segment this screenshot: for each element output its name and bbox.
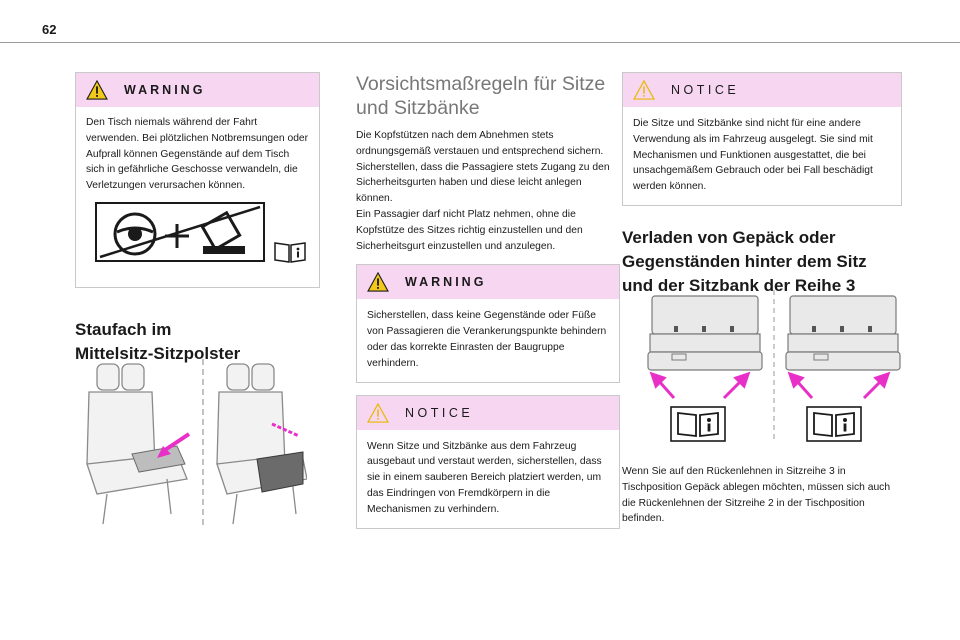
heading-line-2: Mittelsitz-Sitzpolster xyxy=(75,344,241,363)
heading-line-2: Gegenständen hinter dem Sitz xyxy=(622,251,867,271)
warning-label: WARNING xyxy=(124,83,206,97)
notice-text: Wenn Sitze und Sitzbänke aus dem Fahrzeu… xyxy=(367,440,602,515)
heading-line-1: Verladen von Gepäck oder xyxy=(622,227,836,247)
column-2: Vorsichtsmaßregeln für Sitze und Sitzbän… xyxy=(356,72,620,529)
storage-compartment-heading: Staufach im Mittelsitz-Sitzpolster xyxy=(75,318,320,366)
no-table-while-driving-illustration xyxy=(95,202,265,262)
warning-box-table: WARNING Den Tisch niemals während der Fa… xyxy=(75,72,320,288)
warning-triangle-icon xyxy=(367,272,389,293)
heading-line-1: Vorsichtsmaßregeln für Sitze xyxy=(356,73,606,95)
notice-header: NOTICE xyxy=(357,395,619,430)
row3-table-position-illustration xyxy=(647,290,901,440)
notice-text: Die Sitze und Sitzbänke sind nicht für e… xyxy=(633,118,873,193)
precautions-paragraph-1: Die Kopfstützen nach dem Abnehmen stets … xyxy=(356,130,610,205)
warning-label: WARNING xyxy=(405,275,487,290)
precautions-heading: Vorsichtsmaßregeln für Sitze und Sitzbän… xyxy=(356,72,620,120)
header-rule xyxy=(0,42,960,43)
notice-label: NOTICE xyxy=(405,405,474,420)
manual-book-icon-right xyxy=(806,406,862,442)
warning-triangle-icon xyxy=(86,80,108,100)
warning-box-anchors: WARNING Sicherstellen, dass keine Gegens… xyxy=(356,264,620,383)
warning-text: Den Tisch niemals während der Fahrt verw… xyxy=(86,117,309,192)
manual-book-icon-left xyxy=(670,406,726,442)
heading-line-1: Staufach im xyxy=(75,320,172,339)
notice-triangle-icon xyxy=(633,80,655,100)
notice-box-storage: NOTICE Wenn Sitze und Sitzbänke aus dem … xyxy=(356,394,620,529)
heading-line-3: und der Sitzbank der Reihe 3 xyxy=(622,275,856,295)
manual-book-icon xyxy=(274,242,306,263)
notice-triangle-icon xyxy=(367,402,389,423)
notice-header: NOTICE xyxy=(623,73,901,107)
seat-storage-illustration xyxy=(86,359,307,529)
column-1: WARNING Den Tisch niemals während der Fa… xyxy=(75,72,320,529)
column-3: NOTICE Die Sitze und Sitzbänke sind nich… xyxy=(622,72,902,524)
page-number: 62 xyxy=(42,22,57,37)
notice-label: NOTICE xyxy=(671,83,740,97)
warning-header: WARNING xyxy=(76,73,319,107)
loading-luggage-heading: Verladen von Gepäck oder Gegenständen hi… xyxy=(622,226,902,298)
notice-box-usage: NOTICE Die Sitze und Sitzbänke sind nich… xyxy=(622,72,902,206)
warning-header: WARNING xyxy=(357,265,619,300)
precautions-paragraph-2: Ein Passagier darf nicht Platz nehmen, o… xyxy=(356,208,583,252)
loading-luggage-paragraph: Wenn Sie auf den Rückenlehnen in Sitzrei… xyxy=(622,466,891,525)
heading-line-2: und Sitzbänke xyxy=(356,97,480,119)
warning-text: Sicherstellen, dass keine Gegenstände od… xyxy=(367,310,607,369)
